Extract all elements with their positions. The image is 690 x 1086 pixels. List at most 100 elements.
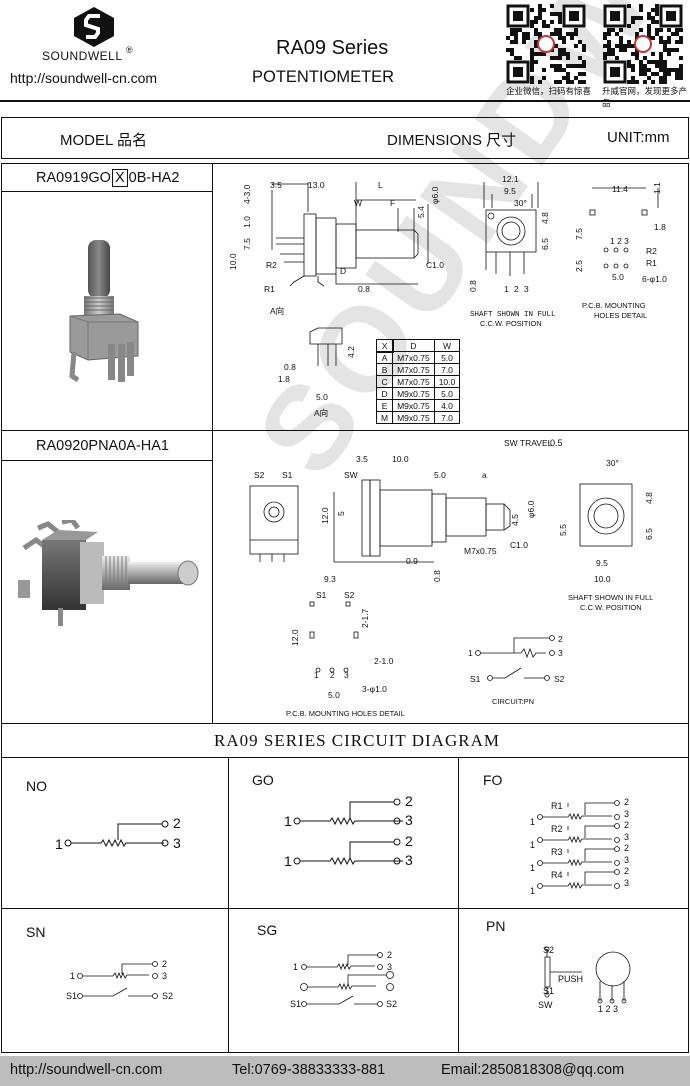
circuit-label-sg: SG (257, 922, 278, 938)
fo-r2: R2 (551, 824, 563, 834)
pn-s2: S2 (543, 945, 555, 955)
table-header (1, 117, 689, 159)
sg-pin-1: 1 (293, 962, 299, 972)
svg-text:R2: R2 (266, 260, 277, 270)
spec-cell: M9x0.75 (392, 411, 435, 424)
svg-text:W: W (354, 198, 362, 208)
go-pin-3b: 3 (405, 852, 413, 868)
sg-pin-3: 3 (387, 962, 393, 972)
spec-cell: M (375, 411, 394, 424)
qr-code-website[interactable] (603, 4, 683, 84)
svg-text:1.8: 1.8 (278, 374, 290, 384)
brand-name: SOUNDWELL (42, 49, 123, 63)
svg-text:7.5: 7.5 (574, 228, 584, 240)
spec-cell: M9x0.75 (392, 399, 435, 412)
svg-text:2-1.7: 2-1.7 (360, 608, 370, 628)
spec-cell: B (375, 363, 394, 376)
page-title: RA09 Series (276, 37, 389, 59)
footer-url[interactable]: http://soundwell-cn.com (10, 1062, 163, 1078)
svg-text:SHAFT SHOWN IN FULL: SHAFT SHOWN IN FULL (568, 593, 653, 602)
svg-text:1: 1 (504, 284, 509, 294)
circuit-label-sn: SN (26, 924, 46, 940)
sn-pin-2: 2 (162, 959, 168, 969)
svg-text:0.8: 0.8 (284, 362, 296, 372)
pn-s1: S1 (543, 986, 555, 996)
go-pin-1a: 1 (284, 813, 292, 829)
svg-text:13.0: 13.0 (308, 180, 325, 190)
svg-text:1.1: 1.1 (652, 182, 662, 194)
no-pin-2: 2 (173, 815, 181, 831)
brand-url[interactable]: http://soundwell-cn.com (10, 70, 158, 86)
svg-text:C1.0: C1.0 (510, 540, 528, 550)
column-model: MODEL 品名 (60, 132, 147, 149)
footer-email[interactable]: Email:2850818308@qq.com (441, 1062, 625, 1078)
svg-text:CIRCUIT:PN: CIRCUIT:PN (492, 697, 534, 706)
svg-text:R1: R1 (646, 258, 657, 268)
svg-text:1 2 3: 1 2 3 (610, 236, 629, 246)
svg-text:5.0: 5.0 (316, 392, 328, 402)
spec-cell: 4.0 (433, 399, 461, 412)
header-rule (0, 100, 690, 102)
sn-s2: S2 (162, 991, 174, 1001)
page-subtitle: POTENTIOMETER (252, 68, 395, 86)
svg-text:12.1: 12.1 (502, 174, 519, 184)
svg-text:5.4: 5.4 (416, 206, 426, 218)
svg-text:5.0: 5.0 (328, 690, 340, 700)
svg-text:0.5: 0.5 (550, 438, 563, 448)
svg-text:10.0: 10.0 (228, 253, 238, 270)
svg-text:0.8: 0.8 (358, 284, 370, 294)
circuit-diagram-title: RA09 SERIES CIRCUIT DIAGRAM (214, 731, 500, 750)
spec-cell: C (375, 375, 394, 388)
qr-caption-wechat: 企业微信，扫码有惊喜 (506, 86, 592, 96)
svg-text:4-3.0: 4-3.0 (242, 184, 252, 204)
sg-s2: S2 (386, 999, 398, 1009)
svg-text:5.0: 5.0 (612, 272, 624, 282)
svg-text:5.0: 5.0 (434, 470, 446, 480)
svg-text:2-1.0: 2-1.0 (374, 656, 394, 666)
svg-text:9.5: 9.5 (504, 186, 516, 196)
product-photo-1 (60, 236, 160, 411)
svg-text:C.C.W. POSITION: C.C.W. POSITION (580, 603, 642, 612)
circuit-schematics (0, 757, 690, 1053)
svg-text:1.8: 1.8 (654, 222, 666, 232)
svg-text:7.5: 7.5 (242, 238, 252, 250)
svg-text:3: 3 (558, 648, 563, 658)
spec-cell: 5.0 (433, 387, 461, 400)
svg-text:4.8: 4.8 (540, 212, 550, 224)
svg-text:12.0: 12.0 (320, 507, 330, 524)
footer-tel: Tel:0769-38833333-881 (232, 1062, 386, 1078)
pn-push: PUSH (558, 974, 584, 984)
svg-text:11.4: 11.4 (612, 184, 628, 194)
svg-text:0.8: 0.8 (432, 570, 442, 582)
sn-pins: 1 (70, 971, 76, 981)
svg-text:30°: 30° (514, 198, 527, 208)
svg-text:4.5: 4.5 (510, 514, 520, 526)
svg-text:S2: S2 (344, 590, 355, 600)
no-pin-3: 3 (173, 835, 181, 851)
fo-r3: R3 (551, 847, 563, 857)
svg-text:φ6.0: φ6.0 (526, 500, 536, 518)
product-model-2: RA0920PNA0A-HA1 (36, 438, 169, 454)
spec-header-cell: X (375, 338, 394, 353)
svg-text:S2: S2 (254, 470, 265, 480)
footer-bar: http://soundwell-cn.com Tel:0769-3883333… (0, 1056, 690, 1086)
go-pin-2b: 2 (405, 833, 413, 849)
spec-cell: 7.0 (433, 411, 461, 424)
svg-text:S1: S1 (470, 674, 481, 684)
svg-text:HOLES DETAIL: HOLES DETAIL (594, 311, 647, 320)
svg-text:3: 3 (524, 284, 529, 294)
svg-text:C1.0: C1.0 (426, 260, 444, 270)
qr-code-wechat[interactable] (506, 4, 586, 84)
spec-cell: M9x0.75 (392, 387, 435, 400)
